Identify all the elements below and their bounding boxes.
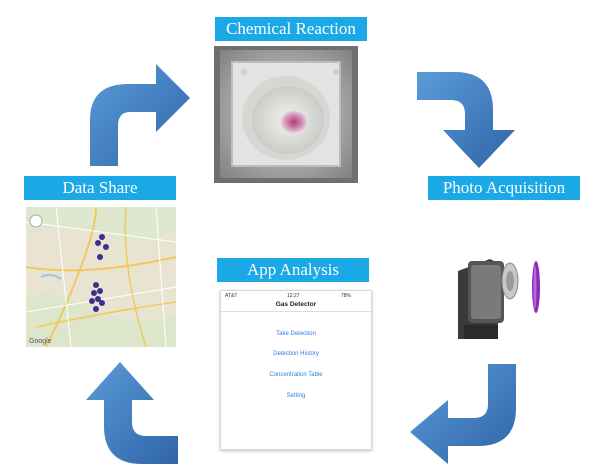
chemical-reaction-photo (214, 46, 358, 183)
nav-divider (221, 311, 371, 312)
curved-arrow-down-left-icon (410, 364, 516, 464)
detection-history-item[interactable]: Detection History (273, 351, 319, 357)
app-analysis-label: App Analysis (217, 258, 369, 282)
chemical-reaction-label: Chemical Reaction (215, 17, 367, 41)
curved-arrow-up-right-icon (90, 64, 190, 166)
time-text: 12:27 (287, 293, 300, 299)
take-detection-item[interactable]: Take Detection (276, 331, 316, 337)
data-share-map: Google (26, 207, 176, 347)
data-share-label: Data Share (24, 176, 176, 200)
curved-arrow-right-down-icon (417, 72, 515, 168)
photo-acquisition-label: Photo Acquisition (428, 176, 580, 200)
battery-text: 78% (341, 293, 352, 299)
map-attribution: Google (29, 338, 52, 345)
status-bar: AT&T 12:27 78% (221, 291, 371, 300)
setting-item[interactable]: Setting (286, 393, 306, 399)
photo-acquisition-image (428, 201, 580, 352)
curved-arrow-left-up-icon (86, 362, 178, 464)
app-analysis-phone: AT&T 12:27 78% Gas Detector Take Detecti… (220, 290, 372, 450)
concentration-table-item[interactable]: Concentration Table (269, 372, 323, 378)
carrier-text: AT&T (225, 293, 238, 299)
app-title: Gas Detector (275, 301, 317, 308)
map-pin-icon (89, 234, 109, 312)
